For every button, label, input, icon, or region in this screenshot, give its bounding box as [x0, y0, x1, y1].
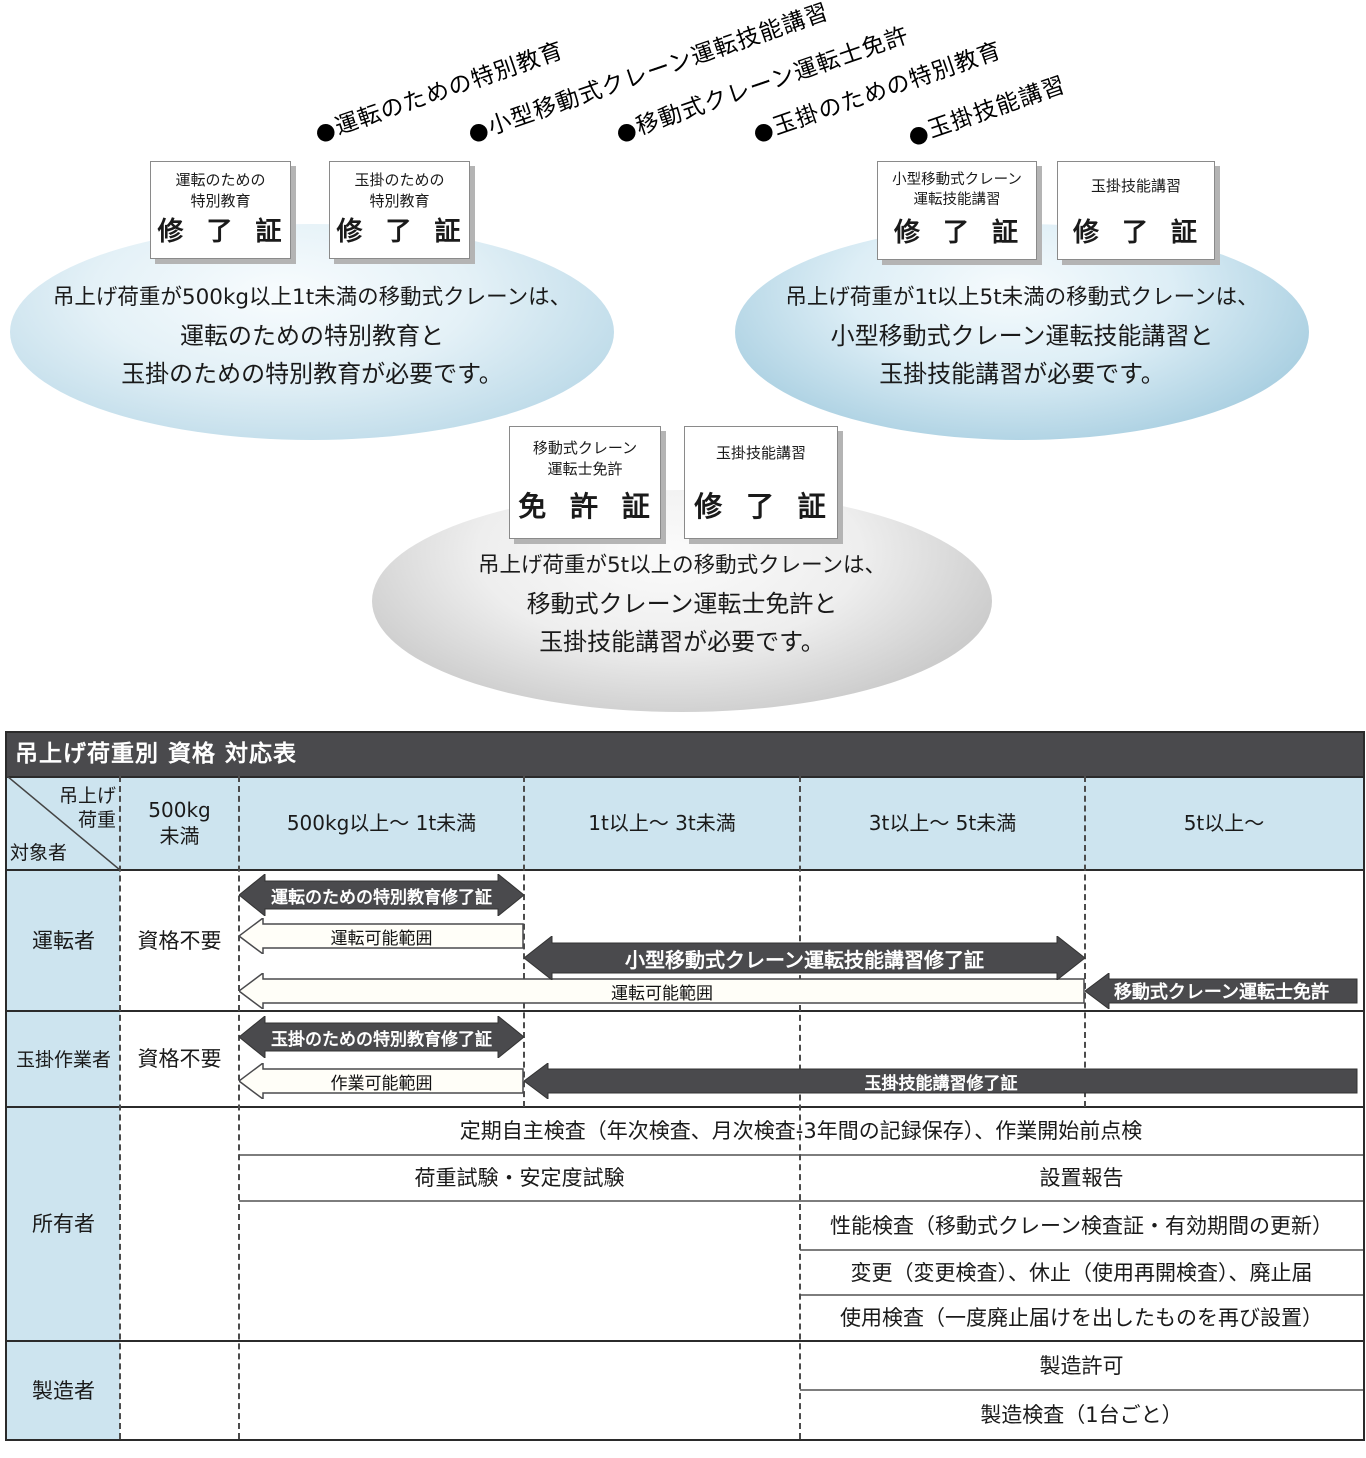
arrow-sling-range: 作業可能範囲: [239, 1063, 524, 1099]
certificate-driver-special-training: 運転のための 特別教育 修 了 証: [150, 161, 291, 259]
ellipse-over-5t-line1: 吊上げ荷重が5t以上の移動式クレーンは、: [477, 553, 887, 578]
divider: [7, 1010, 1363, 1012]
certificate-caption: 玉掛技能講習: [715, 444, 806, 462]
corner-load-label-2: 荷重: [77, 809, 116, 831]
table-header-background: [7, 776, 1363, 870]
arrow-driver-range-2: 運転可能範囲: [239, 973, 1085, 1009]
header-under-500kg-line2: 未満: [159, 824, 200, 848]
arrow-small-crane-course: 小型移動式クレーン運転技能講習修了証: [524, 936, 1085, 980]
certificate-caption: 運転技能講習: [913, 192, 1001, 208]
cell-owner-load-test: 荷重試験・安定度試験: [414, 1166, 625, 1190]
bullet-label-driver-training: ●運転のための特別教育: [311, 37, 568, 148]
ellipse-1t-to-5t-line2: 小型移動式クレーン運転技能講習と: [830, 322, 1214, 350]
cell-owner-installation-report: 設置報告: [1039, 1166, 1124, 1190]
header-under-500kg: 500kg 未満: [120, 776, 239, 870]
qualification-table: 吊上げ荷重別 資格 対応表 吊上げ 荷重 対象者 500kg: [5, 731, 1365, 1441]
cell-owner-use-inspection: 使用検査（一度廃止届けを出したものを再び設置）: [840, 1306, 1323, 1330]
certificate-caption: 運転士免許: [547, 460, 623, 478]
certificate-title: 免 許 証: [518, 490, 652, 523]
table-title: 吊上げ荷重別 資格 対応表: [7, 733, 1363, 776]
cell-owner-change-suspension: 変更（変更検査）、休止（使用再開検査）、廃止届: [850, 1260, 1313, 1285]
header-under-500kg-line1: 500kg: [148, 798, 211, 822]
ellipse-over-5t-line3: 玉掛技能講習が必要です。: [539, 628, 825, 656]
arrow-label: 玉掛技能講習修了証: [864, 1073, 1018, 1094]
certificate-title: 修 了 証: [1072, 218, 1200, 248]
certificate-caption: 小型移動式クレーン: [892, 172, 1022, 188]
rowlabel-driver: 運転者: [32, 929, 95, 953]
divider: [7, 1106, 1363, 1108]
corner-target-label: 対象者: [10, 842, 68, 864]
ellipse-over-5t-line2: 移動式クレーン運転士免許と: [526, 590, 838, 618]
table-rowlabel-background: [7, 870, 120, 1439]
ellipse-under-1t-line1: 吊上げ荷重が500kg以上1t未満の移動式クレーンは、: [52, 285, 572, 310]
certificate-small-crane-course: 小型移動式クレーン 運転技能講習 修 了 証: [877, 161, 1037, 260]
ellipse-1t-to-5t: 吊上げ荷重が1t以上5t未満の移動式クレーンは、 小型移動式クレーン運転技能講習…: [735, 224, 1309, 440]
column-divider: [1084, 776, 1086, 1107]
divider: [7, 776, 1363, 778]
certificate-sling-course-bottom: 玉掛技能講習 修 了 証: [684, 426, 838, 539]
ellipse-1t-to-5t-line3: 玉掛技能講習が必要です。: [879, 360, 1165, 388]
header-3t-to-5t: 3t以上〜 5t未満: [868, 811, 1017, 835]
divider: [7, 1340, 1363, 1342]
sub-divider: [239, 1154, 1363, 1156]
cell-driver-no-qualification: 資格不要: [137, 929, 222, 953]
ellipse-1t-to-5t-line1: 吊上げ荷重が1t以上5t未満の移動式クレーンは、: [785, 285, 1259, 310]
certificate-title: 修 了 証: [694, 490, 828, 523]
certificate-title: 修 了 証: [336, 217, 463, 247]
certificate-crane-license: 移動式クレーン 運転士免許 免 許 証: [509, 426, 661, 539]
certificate-caption: 玉掛のための: [354, 171, 445, 189]
ellipse-under-1t: 吊上げ荷重が500kg以上1t未満の移動式クレーンは、 運転のための特別教育と …: [10, 224, 614, 440]
corner-load-label-1: 吊上げ: [58, 785, 116, 807]
arrow-driver-range-1: 運転可能範囲: [239, 918, 524, 954]
ellipse-under-1t-line3: 玉掛のための特別教育が必要です。: [121, 360, 503, 388]
arrow-label: 玉掛のための特別教育修了証: [271, 1029, 492, 1050]
divider: [7, 869, 1363, 871]
arrow-label: 作業可能範囲: [330, 1073, 433, 1094]
arrow-label: 運転可能範囲: [611, 983, 713, 1004]
arrow-label: 小型移動式クレーン運転技能講習修了証: [625, 947, 984, 972]
arrow-label: 移動式クレーン運転士免許: [1113, 982, 1330, 1003]
certificate-sling-course-top: 玉掛技能講習 修 了 証: [1057, 161, 1215, 260]
arrow-driver-special-training: 運転のための特別教育修了証: [239, 874, 524, 916]
column-divider: [799, 776, 801, 1439]
certificate-caption: 移動式クレーン: [532, 439, 638, 457]
ellipse-over-5t: 吊上げ荷重が5t以上の移動式クレーンは、 移動式クレーン運転士免許と 玉掛技能講…: [372, 490, 992, 712]
cell-maker-inspection: 製造検査（1台ごと）: [980, 1403, 1183, 1427]
arrow-crane-license: 移動式クレーン運転士免許: [1085, 973, 1358, 1009]
sub-divider: [800, 1294, 1363, 1296]
certificate-title: 修 了 証: [893, 218, 1021, 248]
ellipse-under-1t-line2: 運転のための特別教育と: [180, 322, 444, 350]
certificate-caption: 特別教育: [190, 192, 251, 210]
arrow-sling-course: 玉掛技能講習修了証: [524, 1063, 1358, 1099]
rowlabel-owner: 所有者: [32, 1212, 95, 1236]
certificate-sling-special-training: 玉掛のための 特別教育 修 了 証: [329, 161, 470, 259]
column-divider: [238, 776, 240, 1439]
certificate-title: 修 了 証: [157, 217, 284, 247]
cell-slinger-no-qualification: 資格不要: [137, 1047, 222, 1071]
certificate-caption: 特別教育: [369, 192, 430, 210]
certificate-caption: 玉掛技能講習: [1090, 177, 1181, 195]
arrow-sling-special-training: 玉掛のための特別教育修了証: [239, 1016, 524, 1058]
certificate-caption: 運転のための: [175, 171, 266, 189]
diagonal-line: [7, 776, 120, 870]
header-500kg-to-1t: 500kg以上〜 1t未満: [286, 811, 477, 835]
cell-owner-performance-inspection: 性能検査（移動式クレーン検査証・有効期間の更新）: [830, 1213, 1333, 1238]
sub-divider: [239, 1200, 1363, 1202]
column-divider: [119, 776, 121, 1439]
column-divider: [523, 776, 525, 1107]
sub-divider: [800, 1389, 1363, 1391]
header-over-5t: 5t以上〜: [1183, 811, 1265, 835]
sub-divider: [800, 1249, 1363, 1251]
arrow-label: 運転のための特別教育修了証: [271, 887, 492, 908]
rowlabel-slinger: 玉掛作業者: [15, 1048, 111, 1071]
header-1t-to-3t: 1t以上〜 3t未満: [588, 811, 736, 835]
cell-owner-periodic-inspection: 定期自主検査（年次検査、月次検査-3年間の記録保存）、作業開始前点検: [459, 1119, 1143, 1143]
corner-cell: 吊上げ 荷重 対象者: [7, 776, 120, 870]
cell-maker-permit: 製造許可: [1039, 1353, 1124, 1378]
rowlabel-maker: 製造者: [32, 1378, 95, 1403]
arrow-label: 運転可能範囲: [330, 928, 433, 949]
